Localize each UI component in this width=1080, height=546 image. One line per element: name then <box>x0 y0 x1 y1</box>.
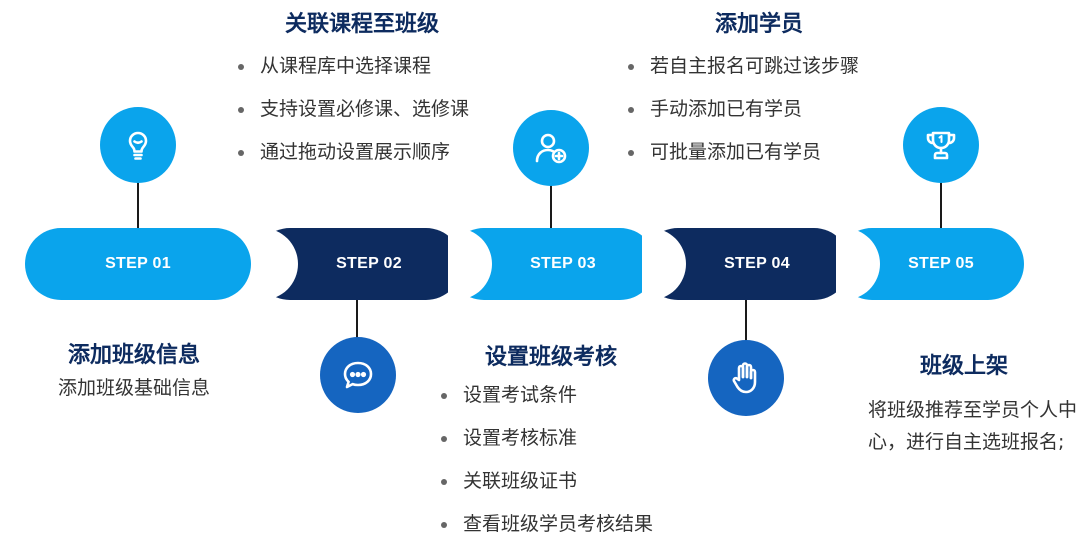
step-02-icon-circle <box>320 337 396 413</box>
step-01-desc: 添加班级基础信息 <box>58 377 211 399</box>
step-03-icon-circle <box>513 110 589 186</box>
connector-step-02 <box>356 298 358 346</box>
step-01-label: STEP 01 <box>105 255 171 272</box>
list-item: 手动添加已有学员 <box>628 88 859 131</box>
chat-bubble-icon <box>343 361 373 389</box>
step-05-label: STEP 05 <box>908 255 974 272</box>
list-item: 支持设置必修课、选修课 <box>238 88 469 131</box>
step-05-desc: 将班级推荐至学员个人中心，进行自主选班报名; <box>868 399 1078 453</box>
list-item: 设置考核标准 <box>441 417 653 460</box>
hand-icon <box>732 362 757 394</box>
step-04-icon-circle <box>708 340 784 416</box>
list-item: 可批量添加已有学员 <box>628 131 859 174</box>
connector-step-05 <box>940 180 942 230</box>
step-03-title: 设置班级考核 <box>485 345 618 370</box>
list-item: 查看班级学员考核结果 <box>441 503 653 546</box>
step-03-label: STEP 03 <box>530 255 596 272</box>
add-user-icon <box>535 133 567 164</box>
list-item: 若自主报名可跳过该步骤 <box>628 45 859 88</box>
trophy-icon <box>926 131 956 160</box>
list-item: 从课程库中选择课程 <box>238 45 469 88</box>
step-02-bullets: 从课程库中选择课程 支持设置必修课、选修课 通过拖动设置展示顺序 <box>238 45 469 174</box>
step-05-icon-circle <box>903 107 979 183</box>
step-02-label: STEP 02 <box>336 255 402 272</box>
connector-step-04 <box>745 298 747 348</box>
list-item: 通过拖动设置展示顺序 <box>238 131 469 174</box>
step-03-bullets: 设置考试条件 设置考核标准 关联班级证书 查看班级学员考核结果 <box>441 374 653 546</box>
lightbulb-icon <box>128 131 148 160</box>
step-01-pill: STEP 01 <box>25 228 251 300</box>
list-item: 关联班级证书 <box>441 460 653 503</box>
step-01-title: 添加班级信息 <box>68 343 201 368</box>
step-04-title: 添加学员 <box>715 12 804 37</box>
step-02-title: 关联课程至班级 <box>285 12 440 37</box>
step-01-icon-circle <box>100 107 176 183</box>
step-04-bullets: 若自主报名可跳过该步骤 手动添加已有学员 可批量添加已有学员 <box>628 45 859 174</box>
connector-step-01 <box>137 180 139 230</box>
list-item: 设置考试条件 <box>441 374 653 417</box>
step-04-label: STEP 04 <box>724 255 790 272</box>
step-05-title: 班级上架 <box>920 354 1009 379</box>
connector-step-03 <box>550 183 552 230</box>
